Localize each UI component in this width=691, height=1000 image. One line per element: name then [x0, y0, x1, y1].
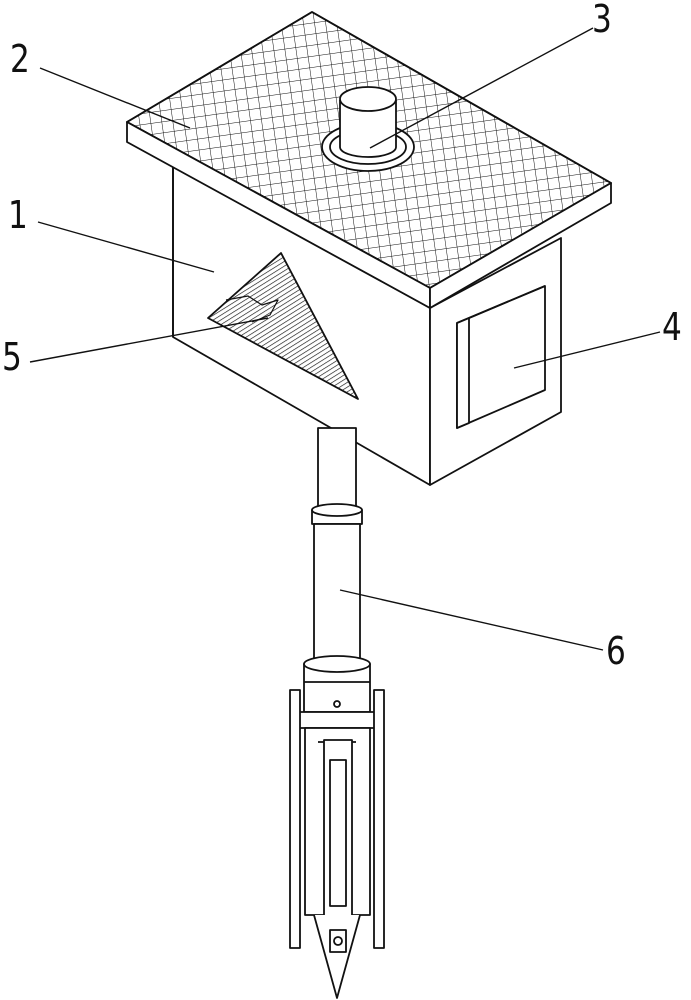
- leader-line-3: [369, 27, 594, 149]
- leader-line-6: [339, 589, 604, 651]
- leader-line-2: [39, 67, 191, 129]
- triangle-warning-sign: [207, 252, 359, 400]
- callout-label-4: 4: [662, 305, 682, 349]
- callout-label-6: 6: [606, 629, 626, 673]
- callout-label-3: 3: [592, 0, 612, 41]
- support-pole: [289, 427, 385, 999]
- leader-line-5: [29, 317, 269, 363]
- solar-panel-top: [126, 11, 612, 309]
- leader-line-4: [513, 331, 661, 369]
- callout-label-1: 1: [8, 193, 28, 237]
- leader-line-1: [37, 221, 215, 273]
- callout-label-2: 2: [10, 37, 30, 81]
- callout-label-5: 5: [2, 335, 22, 379]
- side-panel-box: [456, 285, 546, 429]
